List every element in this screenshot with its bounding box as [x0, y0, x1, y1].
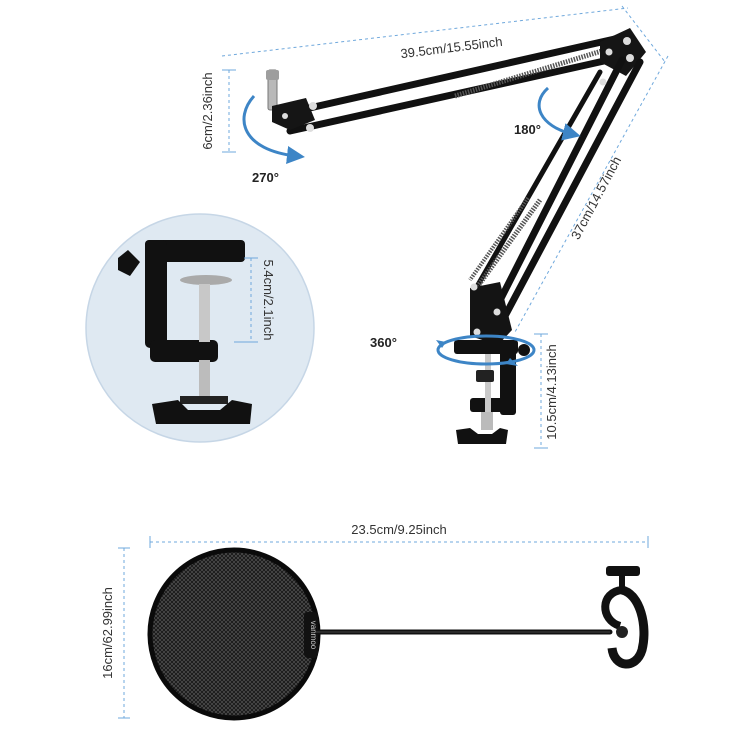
pop-filter [118, 536, 649, 721]
pop-filter-clamp [601, 566, 649, 669]
rotation-arrow-270 [242, 94, 305, 164]
rotation-180-label: 180° [514, 122, 541, 137]
dimension-line-upper-arm [221, 5, 666, 63]
mesh-screen [147, 547, 321, 721]
rotation-270-label: 270° [252, 170, 279, 185]
rotation-360-label: 360° [370, 335, 397, 350]
brand-label: vanmoo [309, 621, 318, 650]
dimension-line-mount [222, 69, 236, 153]
clamp-height-label: 10.5cm/4.13inch [544, 344, 559, 439]
clamp-opening-label: 5.4cm/2.1inch [261, 260, 276, 341]
rotation-arrow-180 [537, 86, 581, 141]
dimension-line-clamp [534, 333, 548, 449]
mic-mount-head [266, 69, 317, 132]
mount-height-label: 6cm/2.36inch [200, 72, 215, 149]
upper-arm [279, 28, 646, 135]
lower-arm [468, 56, 644, 324]
rotation-arrow-360 [436, 334, 536, 366]
upper-arm-dimension-label: 39.5cm/15.55inch [400, 34, 504, 61]
clamp-detail-inset [85, 213, 315, 443]
boom-arm-stand [266, 28, 646, 444]
dimension-line-lower-arm [514, 55, 669, 333]
lower-arm-dimension-label: 37cm/14.57inch [568, 154, 624, 242]
arm-base-clamp [454, 282, 530, 444]
filter-length-label: 23.5cm/9.25inch [351, 522, 446, 537]
filter-diameter-label: 16cm/62.99inch [100, 587, 115, 679]
